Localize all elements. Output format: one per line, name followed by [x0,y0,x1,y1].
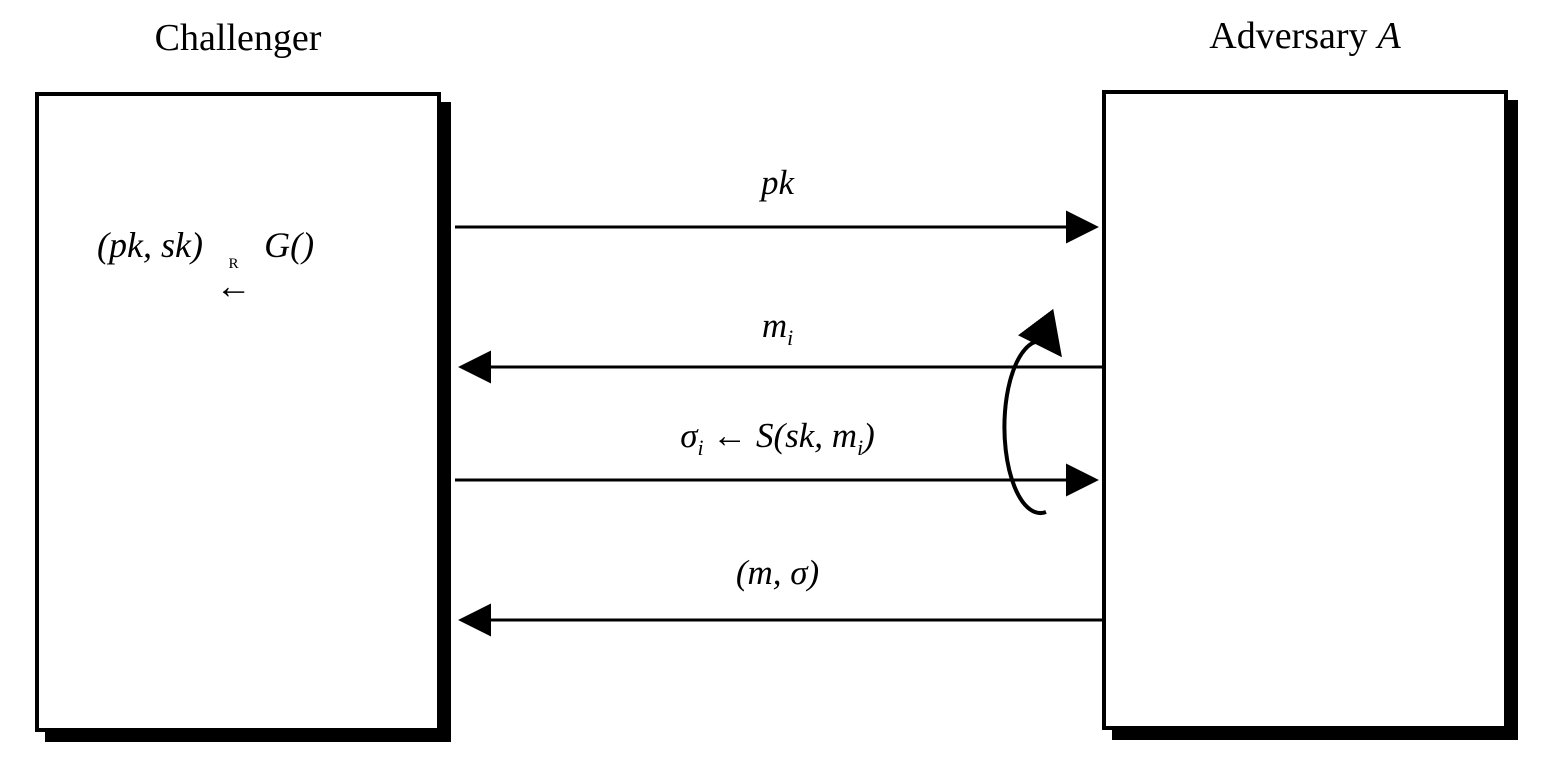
challenger-title: Challenger [154,17,322,59]
message-subscript: i [857,436,864,460]
query-loop-arrow [1002,308,1062,516]
adversary-box [1102,90,1508,730]
adversary-title-text: Adversary [1209,15,1368,57]
arrow-label-forgery: (m, σ) [455,553,1100,593]
sigma-subscript: i [697,436,704,460]
left-arrow-glyph: ← [215,265,252,306]
arrow-label-signature-response: σi ← S(sk, mi) [455,416,1100,459]
keygen-post: G() [255,225,315,265]
random-superscript: R [228,255,239,272]
mi-base: m [761,306,788,345]
keygen-expression: (pk, sk) R← G() [97,224,315,306]
sigma-base: σ [680,416,698,455]
arrow-label-pk: pk [455,163,1100,203]
arrow-label-message-query: mi [455,306,1100,349]
close-paren: ) [863,416,875,455]
challenger-box: (pk, sk) R← G() [35,92,441,732]
forgery-text: (m, σ) [735,553,820,592]
keygen-pre: (pk, sk) [97,225,212,265]
pk-text: pk [760,163,795,202]
sign-call-text: ← S(sk, m [703,416,858,455]
random-assignment-arrow: R← [215,255,252,306]
mi-subscript: i [787,326,794,350]
script-a-symbol: A [1377,15,1401,57]
